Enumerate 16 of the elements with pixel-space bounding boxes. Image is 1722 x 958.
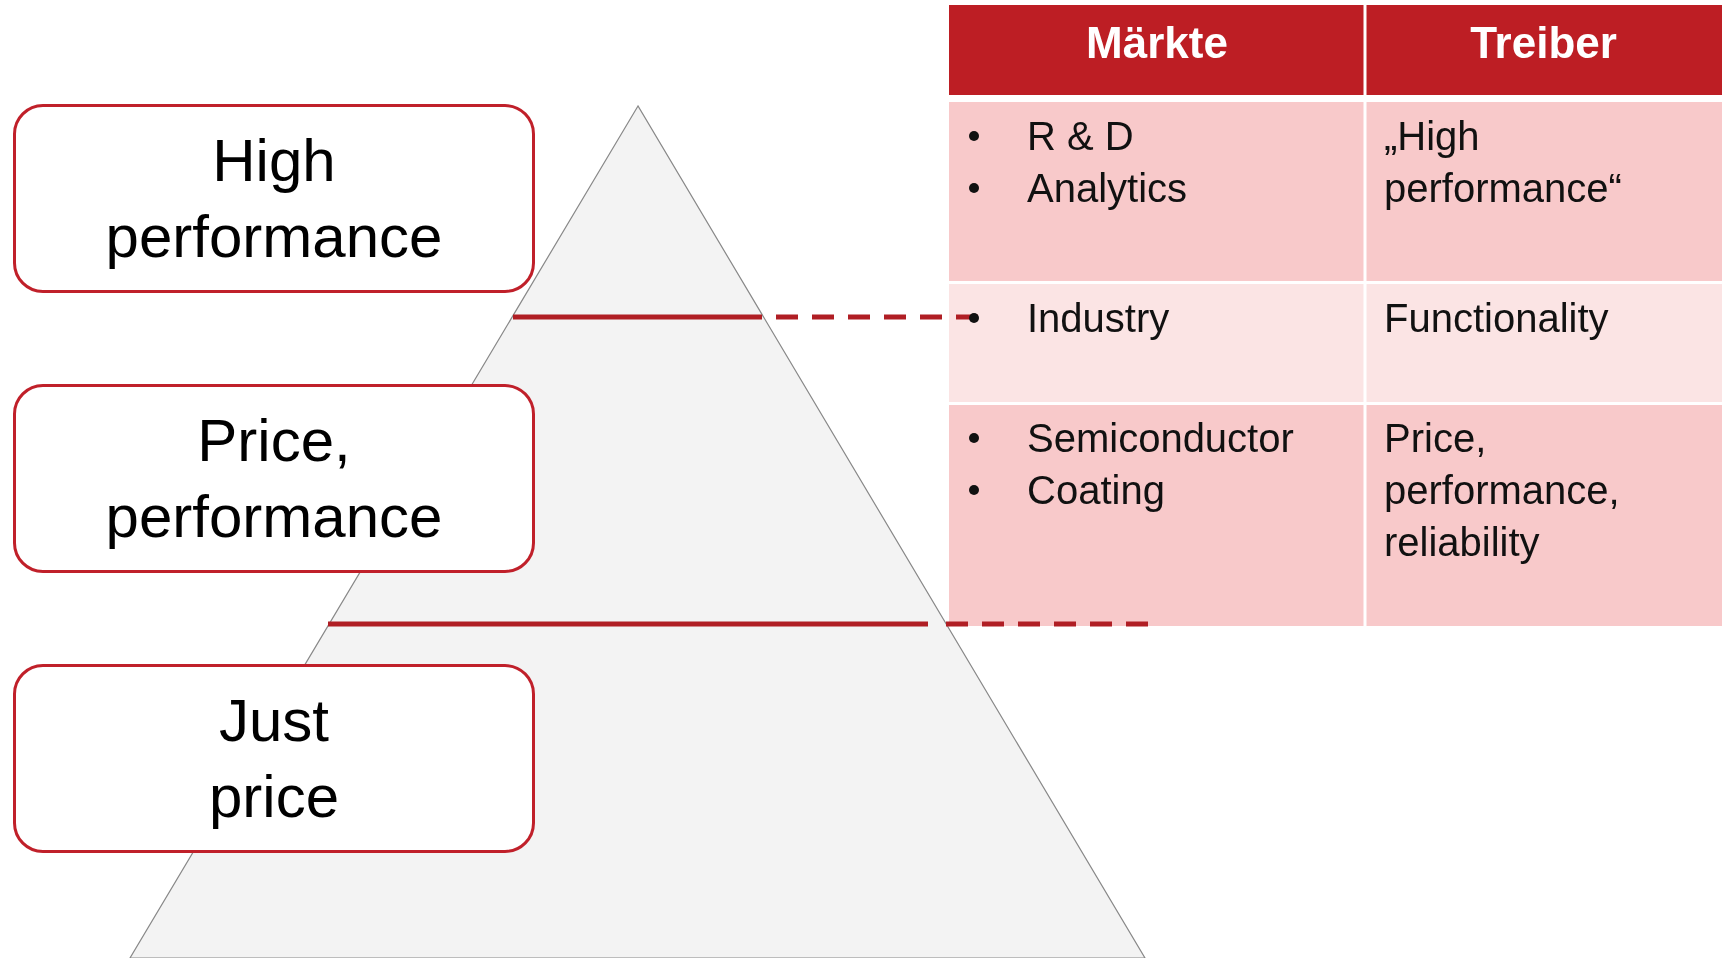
table-text: Price, performance, reliability bbox=[1384, 415, 1621, 566]
tier-box bbox=[13, 664, 535, 853]
table-text: Industry bbox=[1027, 295, 1171, 342]
tier-label: Just price bbox=[208, 685, 339, 832]
tier-label: Price, performance bbox=[105, 405, 443, 552]
tier-box bbox=[13, 104, 535, 293]
tier-box bbox=[13, 384, 535, 573]
table-text: Semiconductor bbox=[1027, 415, 1295, 462]
table-text: Functionality bbox=[1384, 295, 1610, 342]
table-text: R & D bbox=[1027, 113, 1135, 160]
table-text: Analytics bbox=[1027, 165, 1189, 212]
tier-label: High performance bbox=[105, 125, 443, 272]
column-header: Treiber bbox=[1469, 18, 1618, 68]
table-text: „High performance“ bbox=[1384, 113, 1623, 212]
table-text: Coating bbox=[1027, 467, 1166, 514]
column-header: Märkte bbox=[1085, 18, 1229, 68]
